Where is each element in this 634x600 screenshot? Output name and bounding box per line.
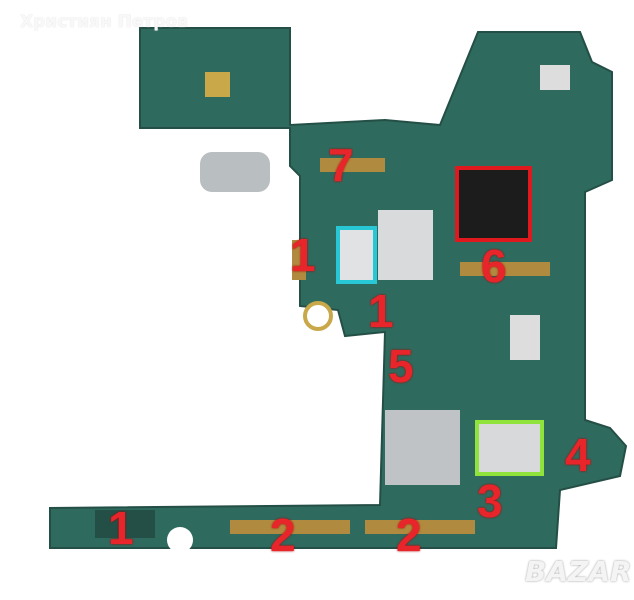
label-1: 1 <box>368 285 394 337</box>
label-1: 1 <box>108 502 134 554</box>
label-1: 1 <box>290 229 316 281</box>
green-chip <box>479 424 540 472</box>
highlight-box-cyan <box>336 226 377 284</box>
label-3: 3 <box>477 475 503 527</box>
mount-hole <box>167 527 193 553</box>
label-6: 6 <box>481 240 507 292</box>
bazar-logo: BAZAR <box>525 555 632 588</box>
connector <box>320 158 385 172</box>
board-outline <box>49 27 628 549</box>
label-4: 4 <box>565 429 591 481</box>
chip <box>205 72 230 97</box>
highlight-box-green <box>475 420 544 476</box>
camera-bracket <box>200 152 270 192</box>
shield-can <box>385 410 460 485</box>
soc-chip <box>457 168 530 240</box>
connector <box>95 510 155 538</box>
label-7: 7 <box>328 139 354 191</box>
cyan-chip <box>340 230 374 280</box>
label-2: 2 <box>396 509 422 561</box>
highlight-box-red <box>455 166 532 242</box>
watermark: Християн Петров <box>20 12 188 32</box>
connector <box>230 520 350 534</box>
chip <box>540 65 570 90</box>
connector <box>460 262 550 276</box>
label-5: 5 <box>388 340 414 392</box>
label-2: 2 <box>270 509 296 561</box>
connector <box>292 240 306 280</box>
mount-hole <box>303 301 333 331</box>
connector <box>365 520 475 534</box>
qualcomm-chip <box>378 210 433 280</box>
chip <box>510 315 540 360</box>
